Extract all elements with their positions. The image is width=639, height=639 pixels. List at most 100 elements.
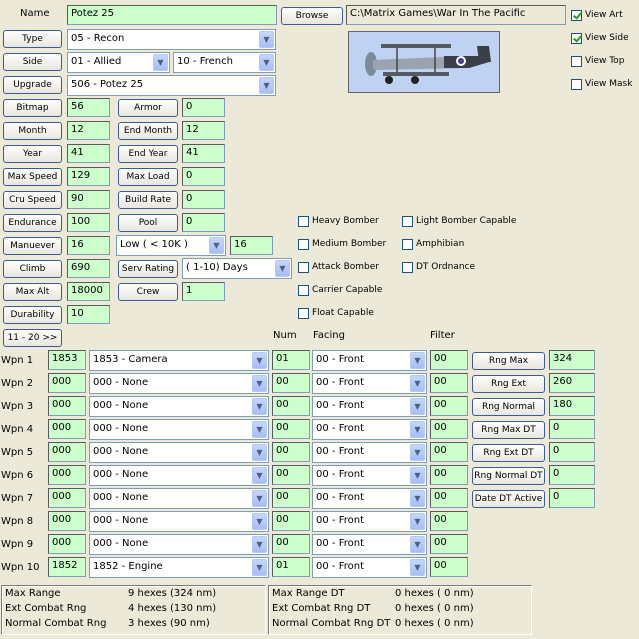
weapon-code-field[interactable]: 1852 bbox=[48, 557, 86, 577]
weapon-num-field[interactable]: 01 bbox=[272, 350, 310, 370]
nation-select[interactable]: 10 - French▼ bbox=[173, 52, 276, 73]
chevron-down-icon[interactable]: ▼ bbox=[410, 352, 425, 369]
weapons-page-button[interactable]: 11 - 20 >> bbox=[3, 329, 62, 347]
weapon-device-select[interactable]: 000 - None▼ bbox=[89, 511, 269, 532]
weapon-filter-field[interactable]: 00 bbox=[430, 442, 468, 462]
range-field[interactable]: 0 bbox=[549, 442, 595, 462]
stat-button[interactable]: End Year bbox=[118, 145, 178, 163]
stat-button[interactable]: Max Alt bbox=[3, 283, 62, 301]
weapon-facing-select[interactable]: 00 - Front▼ bbox=[312, 534, 427, 555]
stat-button[interactable]: Year bbox=[3, 145, 62, 163]
range-button[interactable]: Rng Max bbox=[472, 352, 545, 370]
view-option-checkbox[interactable] bbox=[571, 10, 582, 21]
range-field[interactable]: 0 bbox=[549, 419, 595, 439]
side-select[interactable]: 01 - Allied▼ bbox=[67, 52, 170, 73]
stat-field[interactable]: 129 bbox=[67, 167, 110, 186]
weapon-facing-select[interactable]: 00 - Front▼ bbox=[312, 442, 427, 463]
capability-checkbox[interactable] bbox=[298, 308, 309, 319]
weapon-num-field[interactable]: 00 bbox=[272, 465, 310, 485]
chevron-down-icon[interactable]: ▼ bbox=[410, 421, 425, 438]
upgrade-button[interactable]: Upgrade bbox=[3, 76, 62, 94]
type-button[interactable]: Type bbox=[3, 30, 62, 48]
weapon-device-select[interactable]: 000 - None▼ bbox=[89, 534, 269, 555]
serv-rating-button[interactable]: Serv Rating bbox=[118, 260, 178, 278]
stat-button[interactable]: Armor bbox=[118, 99, 178, 117]
weapon-code-field[interactable]: 000 bbox=[48, 534, 86, 554]
view-option-checkbox[interactable] bbox=[571, 79, 582, 90]
range-button[interactable]: Rng Normal DT bbox=[472, 467, 545, 485]
weapon-facing-select[interactable]: 00 - Front▼ bbox=[312, 557, 427, 578]
chevron-down-icon[interactable]: ▼ bbox=[153, 54, 168, 71]
chevron-down-icon[interactable]: ▼ bbox=[410, 467, 425, 484]
browse-button[interactable]: Browse bbox=[281, 7, 343, 25]
chevron-down-icon[interactable]: ▼ bbox=[252, 536, 267, 553]
side-button[interactable]: Side bbox=[3, 53, 62, 71]
weapon-num-field[interactable]: 00 bbox=[272, 396, 310, 416]
weapon-filter-field[interactable]: 00 bbox=[430, 511, 468, 531]
chevron-down-icon[interactable]: ▼ bbox=[410, 398, 425, 415]
weapon-facing-select[interactable]: 00 - Front▼ bbox=[312, 419, 427, 440]
weapon-facing-select[interactable]: 00 - Front▼ bbox=[312, 488, 427, 509]
weapon-facing-select[interactable]: 00 - Front▼ bbox=[312, 396, 427, 417]
weapon-num-field[interactable]: 00 bbox=[272, 511, 310, 531]
chevron-down-icon[interactable]: ▼ bbox=[252, 559, 267, 576]
weapon-filter-field[interactable]: 00 bbox=[430, 488, 468, 508]
crew-field[interactable]: 1 bbox=[182, 282, 225, 301]
chevron-down-icon[interactable]: ▼ bbox=[252, 398, 267, 415]
weapon-filter-field[interactable]: 00 bbox=[430, 534, 468, 554]
weapon-facing-select[interactable]: 00 - Front▼ bbox=[312, 465, 427, 486]
weapon-code-field[interactable]: 000 bbox=[48, 419, 86, 439]
range-field[interactable]: 180 bbox=[549, 396, 595, 416]
weapon-code-field[interactable]: 000 bbox=[48, 511, 86, 531]
capability-checkbox[interactable] bbox=[298, 216, 309, 227]
capability-checkbox[interactable] bbox=[402, 216, 413, 227]
chevron-down-icon[interactable]: ▼ bbox=[259, 77, 274, 94]
stat-button[interactable]: End Month bbox=[118, 122, 178, 140]
chevron-down-icon[interactable]: ▼ bbox=[259, 54, 274, 71]
capability-checkbox[interactable] bbox=[298, 239, 309, 250]
weapon-filter-field[interactable]: 00 bbox=[430, 465, 468, 485]
capability-checkbox[interactable] bbox=[402, 239, 413, 250]
stat-field[interactable]: 56 bbox=[67, 98, 110, 117]
weapon-device-select[interactable]: 000 - None▼ bbox=[89, 488, 269, 509]
weapon-filter-field[interactable]: 00 bbox=[430, 557, 468, 577]
chevron-down-icon[interactable]: ▼ bbox=[275, 260, 290, 277]
stat-button[interactable]: Max Speed bbox=[3, 168, 62, 186]
range-field[interactable]: 0 bbox=[549, 488, 595, 508]
chevron-down-icon[interactable]: ▼ bbox=[410, 444, 425, 461]
weapon-num-field[interactable]: 00 bbox=[272, 419, 310, 439]
range-field[interactable]: 0 bbox=[549, 465, 595, 485]
stat-button[interactable]: Pool bbox=[118, 214, 178, 232]
chevron-down-icon[interactable]: ▼ bbox=[410, 513, 425, 530]
weapon-filter-field[interactable]: 00 bbox=[430, 419, 468, 439]
stat-button[interactable]: Manuever bbox=[3, 237, 62, 255]
weapon-filter-field[interactable]: 00 bbox=[430, 373, 468, 393]
stat-button[interactable]: Climb bbox=[3, 260, 62, 278]
weapon-code-field[interactable]: 000 bbox=[48, 442, 86, 462]
stat-field[interactable]: 0 bbox=[182, 190, 225, 209]
stat-field[interactable]: 0 bbox=[182, 213, 225, 232]
chevron-down-icon[interactable]: ▼ bbox=[252, 352, 267, 369]
weapon-num-field[interactable]: 01 bbox=[272, 557, 310, 577]
stat-field[interactable]: 100 bbox=[67, 213, 110, 232]
stat-button[interactable]: Endurance bbox=[3, 214, 62, 232]
chevron-down-icon[interactable]: ▼ bbox=[410, 559, 425, 576]
weapon-device-select[interactable]: 1852 - Engine▼ bbox=[89, 557, 269, 578]
capability-checkbox[interactable] bbox=[298, 262, 309, 273]
stat-field[interactable]: 41 bbox=[67, 144, 110, 163]
weapon-num-field[interactable]: 00 bbox=[272, 534, 310, 554]
range-button[interactable]: Date DT Active bbox=[472, 490, 545, 508]
weapon-device-select[interactable]: 000 - None▼ bbox=[89, 396, 269, 417]
crew-button[interactable]: Crew bbox=[118, 283, 178, 301]
upgrade-select[interactable]: 506 - Potez 25▼ bbox=[67, 75, 276, 96]
stat-button[interactable]: Durability bbox=[3, 306, 62, 324]
stat-field[interactable]: 90 bbox=[67, 190, 110, 209]
chevron-down-icon[interactable]: ▼ bbox=[252, 490, 267, 507]
chevron-down-icon[interactable]: ▼ bbox=[410, 490, 425, 507]
stat-button[interactable]: Max Load bbox=[118, 168, 178, 186]
weapon-facing-select[interactable]: 00 - Front▼ bbox=[312, 350, 427, 371]
weapon-code-field[interactable]: 000 bbox=[48, 465, 86, 485]
stat-field[interactable]: 41 bbox=[182, 144, 225, 163]
stat-field[interactable]: 10 bbox=[67, 305, 110, 324]
weapon-num-field[interactable]: 00 bbox=[272, 373, 310, 393]
